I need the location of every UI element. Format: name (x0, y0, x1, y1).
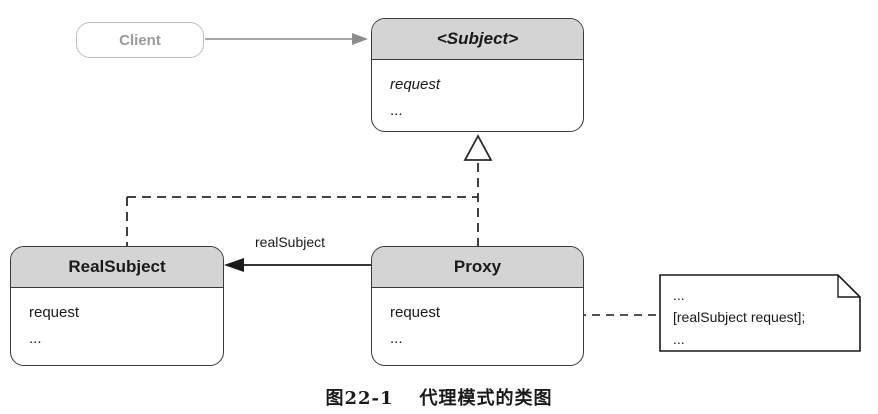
realsubject-class-header: RealSubject (11, 247, 223, 288)
subject-class-header: <Subject> (372, 19, 583, 60)
realsubject-op-more: ... (29, 330, 42, 347)
proxy-class-name: Proxy (453, 257, 502, 276)
caption-title: 代理模式的类图 (419, 388, 553, 409)
proxy-class-header: Proxy (372, 247, 583, 288)
realsubject-class-body: request ... (11, 288, 223, 352)
subject-op-request: request (390, 76, 441, 93)
note-shape (659, 274, 861, 352)
proxy-class-box: Proxy request ... (371, 246, 584, 366)
subject-class-box: <Subject> request ... (371, 18, 584, 132)
generalization-triangle (463, 134, 493, 161)
realsubject-class-name: RealSubject (68, 257, 166, 276)
association-arrowhead (224, 258, 244, 272)
note-line-3: ... (673, 331, 685, 347)
note-fold (837, 275, 860, 298)
figure-caption: 图22-1 代理模式的类图 (0, 384, 878, 410)
client-box: Client (76, 22, 204, 58)
proxy-class-body: request ... (372, 288, 583, 352)
client-to-subject-arrowhead (352, 33, 368, 45)
subject-class-name: <Subject> (436, 29, 519, 48)
note-content: ... [realSubject request]; ... (673, 284, 805, 350)
proxy-op-more: ... (390, 330, 403, 347)
note-line-2: [realSubject request]; (673, 309, 806, 325)
caption-number: 图22-1 (325, 388, 394, 409)
association-label: realSubject (255, 234, 326, 250)
subject-op-more: ... (390, 102, 403, 119)
realsubject-op-request: request (29, 304, 80, 321)
subject-class-body: request ... (372, 60, 583, 124)
proxy-op-request: request (390, 304, 441, 321)
realsubject-class-box: RealSubject request ... (10, 246, 224, 366)
note-line-1: ... (673, 287, 685, 303)
client-label: Client (119, 31, 161, 49)
